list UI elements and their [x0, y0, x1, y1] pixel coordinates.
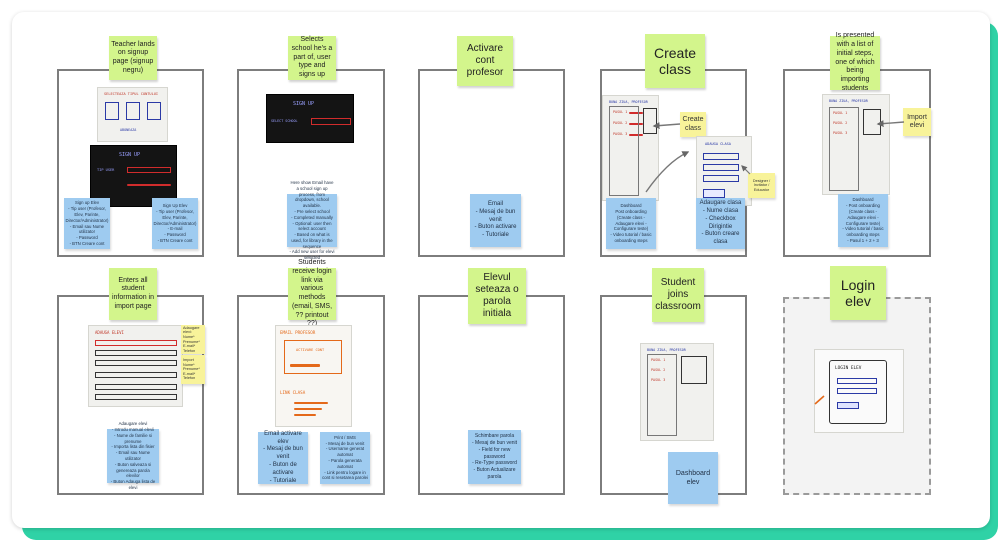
sketch-activate-button: [290, 364, 320, 367]
sketch-add-class-label: ADAUGA CLASA: [705, 142, 731, 146]
step-5-import-sticky: Import elevi: [903, 108, 931, 136]
step-10-login-sketch: LOGIN ELEV: [814, 349, 904, 433]
step-2-note: Here show Email have a school sign up pr…: [287, 180, 337, 260]
step-4-add-class-sketch: ADAUGA CLASA: [696, 136, 752, 206]
step-4-note-b: Adaugare clasa - Nume clasa - Checkbox D…: [696, 198, 745, 249]
step-7-note-b: Print / SMS - Mesaj de bun venit - Usern…: [320, 432, 370, 484]
sketch-user-type-field: [127, 167, 171, 173]
step-5-dashboard-sketch: BUNA ZIUA, PROFESOR PASUL 1 PASUL 2 PASU…: [822, 94, 890, 195]
step-9-note: Dashboard elev: [668, 452, 718, 504]
sketch-step-2-b: PASUL 2: [833, 121, 848, 125]
sketch-student-row-3: [95, 360, 177, 366]
step-3-note: Email - Mesaj de bun venit - Buton activ…: [470, 194, 521, 247]
sketch-step-1-b: PASUL 1: [833, 111, 848, 115]
sketch-student-row-1: [95, 340, 177, 346]
sketch-dashboard-header: BUNA ZIUA, PROFESOR: [609, 100, 648, 104]
step-6-add-students-sketch: ADAUGA ELEVI: [88, 325, 183, 407]
sketch-step-3-c: PASUL 3: [651, 378, 666, 382]
sketch-widget-box: [643, 108, 657, 134]
sketch-step-2: PASUL 2: [613, 121, 628, 125]
sketch-add-students-label: ADAUGA ELEVI: [95, 330, 124, 335]
step-8-title: Elevul seteaza o parola initiala: [468, 268, 526, 324]
step-4-role-sticky: Designer / Invitator / Educator: [748, 173, 775, 198]
step-1-note-a: Sign up Elev - Tip user (Profesor, Elev,…: [64, 198, 110, 249]
sketch-step-2-c: PASUL 2: [651, 368, 666, 372]
sketch-login-user-field: [837, 378, 877, 384]
sketch-sidebar-2: [829, 107, 859, 191]
sketch-user-type-label: TIP USER: [97, 168, 115, 172]
step-4-dashboard-sketch: BUNA ZIUA, PROFESOR PASUL 1 PASUL 2 PASU…: [602, 95, 659, 201]
sketch-account-type-label: SELECTEAZA TIPUL CONTULUI: [104, 92, 159, 96]
step-6-sticky-a: Adaugare elevi: Nume* Prenume* E-mail* T…: [181, 325, 205, 354]
sketch-signup-label: SIGN UP: [119, 152, 141, 158]
step-1-signup-dark-sketch: SIGN UP TIP USER: [90, 145, 177, 207]
sketch-step-3: PASUL 3: [613, 132, 628, 136]
sketch-class-field-2: [703, 164, 739, 171]
sketch-step-1: PASUL 1: [613, 110, 628, 114]
step-9-dashboard-sketch: BUNA ZIUA, PROFESOR PASUL 1 PASUL 2 PASU…: [640, 343, 714, 441]
step-7-email-sketch: EMAIL PROFESOR ACTIVARE CONT LINK CLASA: [275, 325, 352, 427]
sketch-student-row-6: [95, 394, 177, 400]
sketch-class-link-label: LINK CLASA: [280, 390, 306, 395]
flow-board: Teacher lands on signup page (signup neg…: [12, 12, 990, 528]
step-9-title: Student joins classroom: [652, 268, 704, 322]
step-7-note-a: Email activare elev - Mesaj de bun venit…: [258, 431, 308, 484]
sketch-link-line-1: [294, 402, 328, 404]
sketch-activate-box: [284, 340, 342, 374]
sketch-step-3-line: [629, 134, 643, 136]
step-5-title: Is presented with a list of initial step…: [830, 32, 880, 92]
sketch-parent-option: [147, 102, 161, 120]
sketch-class-field-3: [703, 175, 739, 182]
sketch-field-line: [127, 184, 171, 186]
step-1-title: Teacher lands on signup page (signup neg…: [109, 36, 157, 80]
step-1-note-b: Sign Up Elev - Tip user (Profesor, Elev,…: [152, 198, 198, 249]
sketch-step-1-line: [629, 112, 643, 114]
step-2-select-school-sketch: SIGN UP SELECT SCHOOL: [266, 94, 354, 143]
sketch-school-dropdown: [311, 118, 351, 125]
sketch-sidebar-3: [647, 354, 677, 436]
sketch-step-2-line: [629, 123, 643, 125]
sketch-login-card: [829, 360, 887, 424]
step-4-note-a: Dashboard Post onboarding (Create class …: [606, 198, 656, 249]
sketch-subscribe-label: ABONEAZA: [120, 128, 137, 132]
step-8-note: Schimbare parola - Mesaj de bun venit - …: [468, 430, 521, 484]
sketch-step-3-b: PASUL 3: [833, 131, 848, 135]
sketch-widget-box-2: [863, 109, 881, 135]
sketch-sidebar: [609, 106, 639, 196]
step-4-title: Create class: [645, 34, 705, 88]
step-3-title: Activare cont profesor: [457, 36, 513, 86]
sketch-link-line-2: [294, 408, 322, 410]
sketch-create-button: [703, 189, 725, 198]
step-7-title: Students receive login link via various …: [288, 259, 336, 327]
sketch-widget-box-3: [681, 356, 707, 384]
sketch-login-button: [837, 402, 859, 409]
step-6-sticky-b: Import Nume* Prenume* E-mail* Telefon: [181, 355, 205, 384]
sketch-student-row-5: [95, 384, 177, 390]
sketch-select-school-label: SELECT SCHOOL: [271, 119, 298, 123]
sketch-student-option: [126, 102, 140, 120]
sketch-activate-label: ACTIVARE CONT: [296, 348, 325, 352]
sketch-login-pass-field: [837, 388, 877, 394]
step-2-title: Selects school he's a part of, user type…: [288, 36, 336, 80]
step-10-title: Login elev: [830, 266, 886, 320]
sketch-link-line-3: [294, 414, 316, 416]
sketch-student-row-2: [95, 350, 177, 356]
step-6-title: Enters all student information in import…: [109, 268, 157, 320]
step-6-note: Adaugare elevi - Introdu manual elevii -…: [107, 421, 159, 490]
sketch-teacher-option: [105, 102, 119, 120]
sketch-email-prof-label: EMAIL PROFESOR: [280, 330, 316, 335]
sketch-student-row-4: [95, 372, 177, 378]
sketch-signup-label-2: SIGN UP: [293, 101, 315, 107]
sketch-login-label: LOGIN ELEV: [835, 366, 862, 371]
step-5-note: Dashboard - Post onboarding (Create clas…: [838, 194, 888, 247]
sketch-dashboard-header-3: BUNA ZIUA, PROFESOR: [647, 348, 686, 352]
sketch-dashboard-header-2: BUNA ZIUA, PROFESOR: [829, 99, 868, 103]
step-4-create-class-sticky: Create class: [680, 112, 706, 137]
step-1-account-type-sketch: SELECTEAZA TIPUL CONTULUI ABONEAZA: [97, 87, 168, 142]
sketch-class-name-field: [703, 153, 739, 160]
sketch-step-1-c: PASUL 1: [651, 358, 666, 362]
